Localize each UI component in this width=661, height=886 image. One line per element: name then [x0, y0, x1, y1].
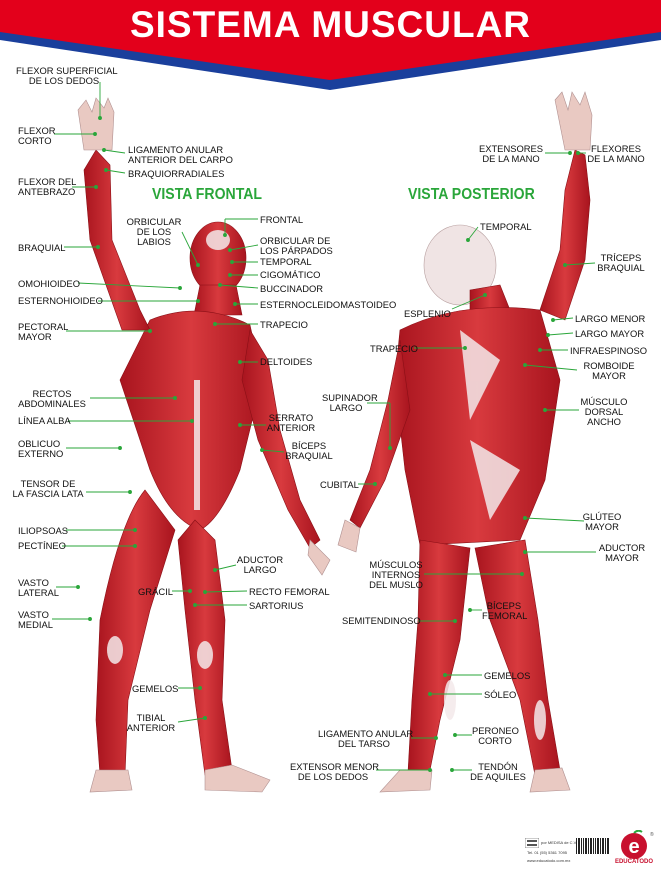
label-peroneo-corto: PERONEO CORTO [472, 725, 519, 746]
label-cubital: CUBITAL [320, 479, 359, 490]
label-tensor-fascia-lata: TENSOR DE LA FASCIA LATA [12, 478, 84, 499]
publisher-mark-icon [525, 838, 539, 848]
label-gracil: GRÁCIL [138, 586, 173, 597]
label-flexor-corto: FLEXOR CORTO [18, 125, 56, 146]
label-infraespinoso: INFRAESPINOSO [570, 345, 648, 356]
label-aductor-mayor: ADUCTOR MAYOR [598, 542, 646, 563]
label-gemelos-back: GEMELOS [484, 670, 531, 681]
educatodo-logo: e ® [621, 830, 654, 859]
label-ligamento-anular-carpo: LIGAMENTO ANULAR ANTERIOR DEL CARPO [128, 144, 233, 165]
publisher-line-3: www.educatodo.com.mx [527, 858, 571, 863]
label-extensor-menor-dedos: EXTENSOR MENOR DE LOS DEDOS [290, 761, 380, 782]
label-soleo: SÓLEO [484, 689, 517, 700]
label-linea-alba: LÍNEA ALBA [18, 415, 71, 426]
label-supinador-largo: SUPINADOR LARGO [322, 392, 378, 413]
label-ligamento-anular-tarso: LIGAMENTO ANULAR DEL TARSO [318, 728, 414, 749]
label-recto-femoral: RECTO FEMORAL [249, 586, 330, 597]
label-buccinador: BUCCINADOR [260, 283, 324, 294]
label-temporal-front: TEMPORAL [260, 256, 312, 267]
front-view-title: VISTA FRONTAL [152, 186, 263, 203]
svg-text:e: e [628, 836, 639, 858]
publisher-line-1: por MEDISA de C.V. [541, 840, 578, 845]
label-flexor-superficial: FLEXOR SUPERFICIAL DE LOS DEDOS [16, 65, 118, 86]
label-largo-menor: LARGO MENOR [575, 313, 646, 324]
label-romboide-mayor: ROMBOIDE MAYOR [583, 360, 635, 381]
label-gemelos-front: GEMELOS [132, 683, 179, 694]
svg-text:®: ® [650, 831, 654, 838]
label-biceps-braquial: BÍCEPS BRAQUIAL [285, 440, 333, 461]
title-banner [0, 0, 661, 90]
label-temporal-back: TEMPORAL [480, 221, 532, 232]
label-tibial-anterior: TIBIAL ANTERIOR [126, 712, 176, 733]
label-extensores-mano: EXTENSORES DE LA MANO [478, 143, 544, 164]
label-musculo-dorsal-ancho: MÚSCULO DORSAL ANCHO [580, 396, 628, 427]
barcode-icon [576, 838, 609, 854]
page-title: SISTEMA MUSCULAR [129, 4, 532, 45]
label-iliopsoas: ILIOPSOAS [18, 525, 69, 536]
label-esternocleidomastoideo: ESTERNOCLEIDOMASTOIDEO [260, 299, 397, 310]
label-sartorius: SARTORIUS [249, 600, 304, 611]
label-trapecio-front: TRAPECIO [260, 319, 308, 330]
label-braquiorradiales: BRAQUIORRADIALES [128, 168, 225, 179]
label-serrato-anterior: SERRATO ANTERIOR [266, 412, 316, 433]
label-vasto-lateral: VASTO LATERAL [18, 577, 59, 598]
label-orbicular-parpados: ORBICULAR DE LOS PÁRPADOS [260, 235, 333, 256]
label-tendon-aquiles: TENDÓN DE AQUILES [470, 761, 526, 782]
label-flexores-mano: FLEXORES DE LA MANO [587, 143, 645, 164]
label-oblicuo-externo: OBLICUO EXTERNO [18, 438, 64, 459]
label-biceps-femoral: BÍCEPS FEMORAL [482, 600, 528, 621]
label-pectoral-mayor: PECTORAL MAYOR [18, 321, 69, 342]
label-esplenio: ESPLENIO [404, 308, 451, 319]
label-triceps-braquial: TRÍCEPS BRAQUIAL [597, 252, 645, 273]
label-braquial: BRAQUIAL [18, 242, 66, 253]
label-semitendinoso: SEMITENDINOSO [342, 615, 421, 626]
label-rectos-abdominales: RECTOS ABDOMINALES [18, 388, 86, 409]
label-trapecio-back: TRAPECIO [370, 343, 418, 354]
label-gluteo-mayor: GLÚTEO MAYOR [582, 511, 622, 532]
label-pectineo: PECTÍNEO [18, 540, 66, 551]
label-vasto-medial: VASTO MEDIAL [18, 609, 53, 630]
label-cigomatico: CIGOMÁTICO [260, 269, 321, 280]
label-esternohioideo: ESTERNOHIOIDEO [18, 295, 103, 306]
label-deltoides: DELTOIDES [260, 356, 313, 367]
publisher-line-2: Tel. 01 (55) 5361 7095 [527, 850, 568, 855]
back-view-title: VISTA POSTERIOR [408, 186, 535, 203]
label-largo-mayor: LARGO MAYOR [575, 328, 645, 339]
label-omohioideo: OMOHIOIDEO [18, 278, 80, 289]
label-aductor-largo: ADUCTOR LARGO [236, 554, 284, 575]
label-musculos-internos-muslo: MÚSCULOS INTERNOS DEL MUSLO [369, 559, 423, 590]
label-orbicular-labios: ORBICULAR DE LOS LABIOS [126, 216, 182, 247]
educatodo-wordmark: EDUCATODO [614, 859, 654, 865]
label-flexor-antebrazo: FLEXOR DEL ANTEBRAZO [18, 176, 77, 197]
label-frontal: FRONTAL [260, 214, 304, 225]
